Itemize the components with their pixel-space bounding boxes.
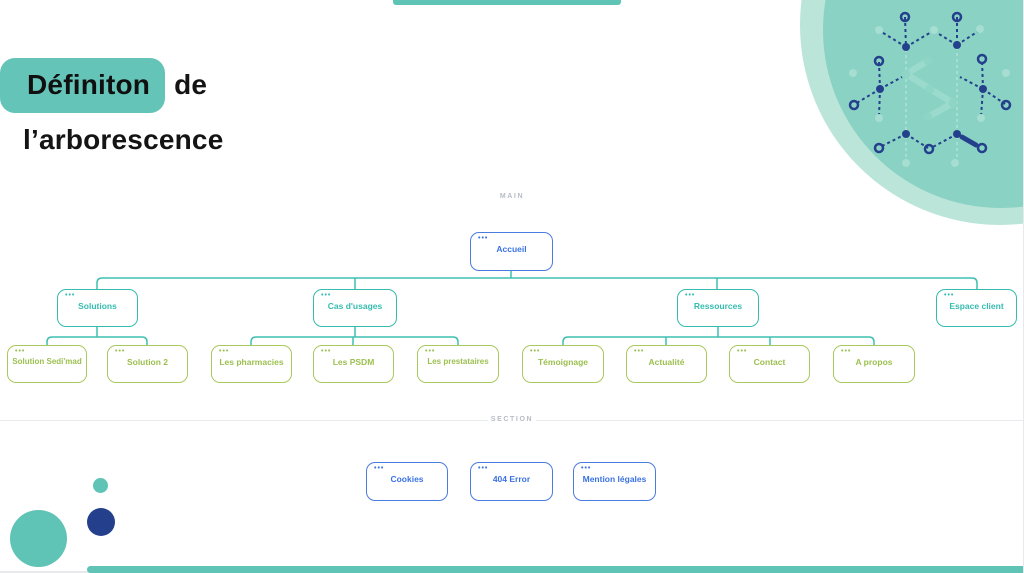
node-options-icon: ••• bbox=[737, 348, 748, 355]
node-label: Accueil bbox=[496, 244, 527, 254]
node-label: Les pharmacies bbox=[219, 357, 284, 367]
node-options-icon: ••• bbox=[15, 348, 26, 355]
node-label: Solution 2 bbox=[126, 357, 169, 367]
tree-node-espace-client[interactable]: ••• Espace client bbox=[936, 289, 1017, 327]
tree-node-contact[interactable]: ••• Contact bbox=[729, 345, 810, 383]
node-label: Mention légales bbox=[582, 474, 647, 484]
node-options-icon: ••• bbox=[115, 348, 126, 355]
node-label: Témoignage bbox=[537, 357, 589, 367]
node-options-icon: ••• bbox=[219, 348, 230, 355]
tree-node-cookies[interactable]: ••• Cookies bbox=[366, 462, 448, 501]
node-options-icon: ••• bbox=[634, 348, 645, 355]
node-label: Solutions bbox=[78, 301, 117, 311]
tree-node-les-psdm[interactable]: ••• Les PSDM bbox=[313, 345, 394, 383]
node-label: Ressources bbox=[693, 301, 743, 311]
title-rest: de bbox=[174, 69, 208, 100]
node-options-icon: ••• bbox=[374, 465, 385, 472]
main-group-label: MAIN bbox=[499, 193, 525, 200]
node-options-icon: ••• bbox=[944, 292, 955, 299]
tree-node-cas-usages[interactable]: ••• Cas d'usages bbox=[313, 289, 397, 327]
tree-node-accueil[interactable]: ••• Accueil bbox=[470, 232, 553, 271]
section-divider-right bbox=[536, 420, 1023, 421]
node-options-icon: ••• bbox=[321, 292, 332, 299]
node-label: Cookies bbox=[390, 474, 424, 484]
top-accent-bar bbox=[393, 0, 621, 5]
node-options-icon: ••• bbox=[581, 465, 592, 472]
tree-node-temoignage[interactable]: ••• Témoignage bbox=[522, 345, 604, 383]
tree-node-solutions[interactable]: ••• Solutions bbox=[57, 289, 138, 327]
section-divider-left bbox=[0, 420, 488, 421]
node-label: Actualité bbox=[648, 357, 685, 367]
node-options-icon: ••• bbox=[530, 348, 541, 355]
node-label: A propos bbox=[855, 357, 893, 367]
section-group-label: SECTION bbox=[490, 416, 534, 423]
decorative-dot-navy bbox=[87, 508, 115, 536]
decorative-dot-teal-small bbox=[93, 478, 108, 493]
node-options-icon: ••• bbox=[425, 348, 436, 355]
tree-node-solution-sedimad[interactable]: ••• Solution Sedi'mad bbox=[7, 345, 87, 383]
node-label: Les prestataires bbox=[427, 357, 489, 366]
node-label: Espace client bbox=[949, 301, 1004, 311]
node-options-icon: ••• bbox=[65, 292, 76, 299]
node-label: Contact bbox=[753, 357, 786, 367]
tree-node-ressources[interactable]: ••• Ressources bbox=[677, 289, 759, 327]
tree-node-actualite[interactable]: ••• Actualité bbox=[626, 345, 707, 383]
tree-node-404-error[interactable]: ••• 404 Error bbox=[470, 462, 553, 501]
node-label: Solution Sedi'mad bbox=[12, 357, 82, 366]
node-options-icon: ••• bbox=[841, 348, 852, 355]
title-line2: l’arborescence bbox=[23, 124, 224, 155]
tree-node-les-pharmacies[interactable]: ••• Les pharmacies bbox=[211, 345, 292, 383]
node-options-icon: ••• bbox=[321, 348, 332, 355]
tree-node-solution-2[interactable]: ••• Solution 2 bbox=[107, 345, 188, 383]
node-options-icon: ••• bbox=[478, 235, 489, 242]
node-label: 404 Error bbox=[492, 474, 531, 484]
tree-node-mention-legales[interactable]: ••• Mention légales bbox=[573, 462, 656, 501]
page-title: Définiton de l’arborescence bbox=[0, 58, 223, 164]
decorative-dot-teal-large bbox=[10, 510, 67, 567]
node-label: Cas d'usages bbox=[327, 301, 383, 311]
tree-node-a-propos[interactable]: ••• A propos bbox=[833, 345, 915, 383]
bottom-accent-bar bbox=[87, 566, 1023, 573]
node-label: Les PSDM bbox=[332, 357, 375, 367]
node-options-icon: ••• bbox=[478, 465, 489, 472]
title-highlight: Définiton bbox=[0, 58, 166, 113]
node-options-icon: ••• bbox=[685, 292, 696, 299]
tree-node-les-prestataires[interactable]: ••• Les prestataires bbox=[417, 345, 499, 383]
